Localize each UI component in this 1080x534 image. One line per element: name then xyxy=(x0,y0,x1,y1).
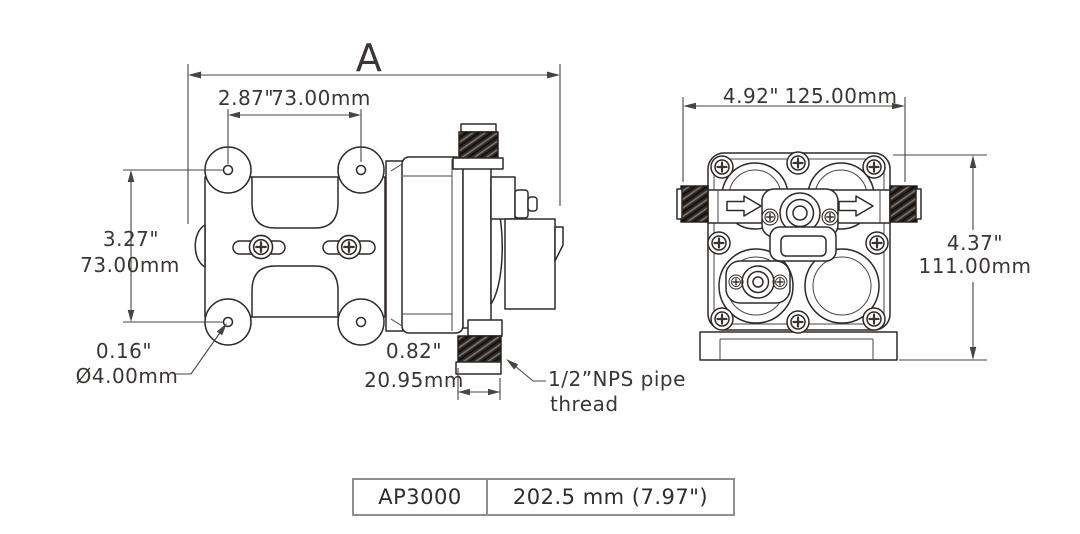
dim-hole-spacing-horizontal: 2.87" 73.00mm xyxy=(218,86,371,164)
dim-hole-diameter: 0.16" Ø4.00mm xyxy=(76,323,227,388)
hole-spacing-v-inches: 3.27" xyxy=(103,227,159,251)
front-base xyxy=(699,331,898,361)
pipe-thread-note-line1: 1/2”NPS pipe xyxy=(548,367,686,391)
dim-hole-spacing-vertical: 3.27" 73.00mm xyxy=(80,169,223,323)
top-port-threads xyxy=(452,123,504,170)
port-length-inches: 0.82" xyxy=(386,339,442,363)
hole-spacing-v-mm: 73.00mm xyxy=(80,253,180,277)
bracket-screw-left xyxy=(248,234,274,260)
spec-table-length-cell: 202.5 mm (7.97") xyxy=(512,485,709,509)
pump-body-side xyxy=(385,123,564,375)
front-width-inches: 4.92" xyxy=(723,84,779,108)
dim-overall-width: A xyxy=(187,36,561,224)
dim-port-length: 0.82" 20.95mm xyxy=(364,339,501,400)
dim-a-label: A xyxy=(356,36,383,80)
note-pipe-thread: 1/2”NPS pipe thread xyxy=(506,359,686,416)
bracket-side-bump xyxy=(194,224,206,268)
side-view: A 2.87" 73.00mm 3.27" 73.00mm 0.16" Ø4.0… xyxy=(76,36,686,416)
flow-arrows xyxy=(726,195,874,217)
hole-diameter-inches: 0.16" xyxy=(96,339,152,363)
flow-arrow-right xyxy=(838,195,874,217)
front-housing xyxy=(706,150,891,335)
front-right-port-threads xyxy=(889,185,922,223)
pipe-thread-note-line2: thread xyxy=(550,392,619,416)
dim-front-width: 4.92" 125.00mm xyxy=(682,84,906,182)
spec-table-model-cell: AP3000 xyxy=(354,480,488,514)
front-height-inches: 4.37" xyxy=(947,231,1003,255)
flow-arrow-left xyxy=(726,195,762,217)
bracket-screw-right xyxy=(336,234,362,260)
bottom-port-threads xyxy=(455,335,502,375)
front-view: 4.92" 125.00mm 4.37" 111.00mm xyxy=(676,84,1032,361)
bracket-feet xyxy=(204,146,385,346)
dim-front-height: 4.37" 111.00mm xyxy=(893,154,1032,361)
front-height-mm: 111.00mm xyxy=(919,254,1032,278)
hole-spacing-h-inches: 2.87" xyxy=(218,86,274,110)
port-length-mm: 20.95mm xyxy=(364,368,464,392)
hole-spacing-h-mm: 73.00mm xyxy=(271,86,371,110)
front-width-mm: 125.00mm xyxy=(785,84,898,108)
pressure-switch-port xyxy=(725,260,791,304)
spec-table: AP3000 202.5 mm (7.97") xyxy=(352,478,735,516)
hole-diameter-mm: Ø4.00mm xyxy=(76,364,179,388)
front-left-port-threads xyxy=(676,185,709,223)
mounting-bracket xyxy=(194,146,386,346)
